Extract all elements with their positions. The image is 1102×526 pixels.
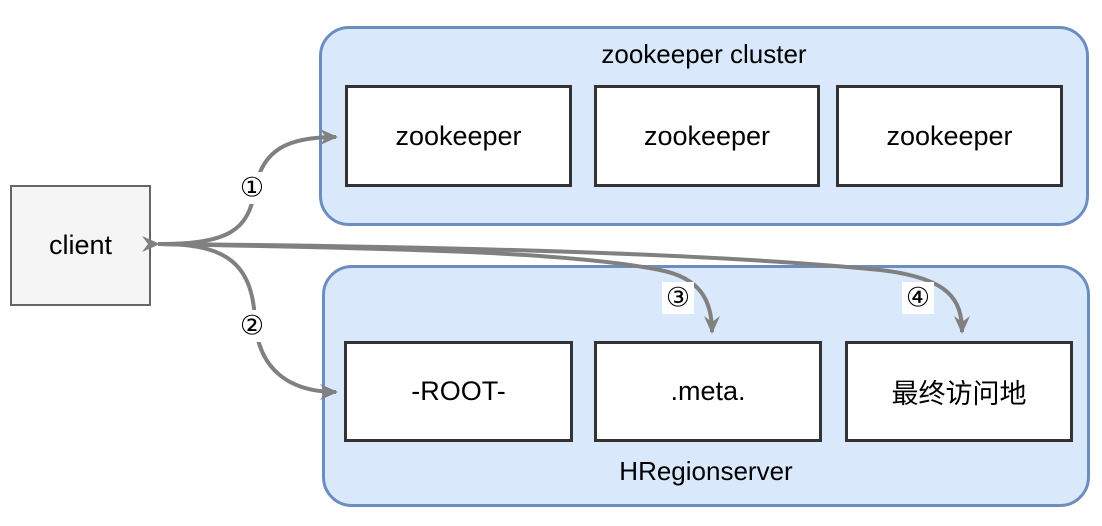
edge-client-to-final-destination <box>159 242 970 334</box>
zookeeper-node-1: zookeeper <box>345 85 572 187</box>
root-node: -ROOT- <box>344 341 573 442</box>
step-1-label: ① <box>240 173 264 204</box>
hregionserver-title: HRegionserver <box>619 456 793 486</box>
step-3-label-group: ③ <box>662 282 694 314</box>
step-1-label-group: ① <box>236 172 268 204</box>
meta-node: .meta. <box>594 341 822 442</box>
step-3-label: ③ <box>666 283 690 314</box>
final-destination-node: 最终访问地 <box>845 341 1073 442</box>
step-4-label-group: ④ <box>902 282 934 314</box>
step-4-label: ④ <box>906 283 930 314</box>
zookeeper-node-2: zookeeper <box>594 85 820 187</box>
step-2-label-group: ② <box>236 310 268 342</box>
step-2-label: ② <box>240 311 264 342</box>
zookeeper-node-3: zookeeper <box>836 85 1063 187</box>
zookeeper-cluster-title: zookeeper cluster <box>601 39 807 69</box>
client-node: client <box>10 185 151 306</box>
